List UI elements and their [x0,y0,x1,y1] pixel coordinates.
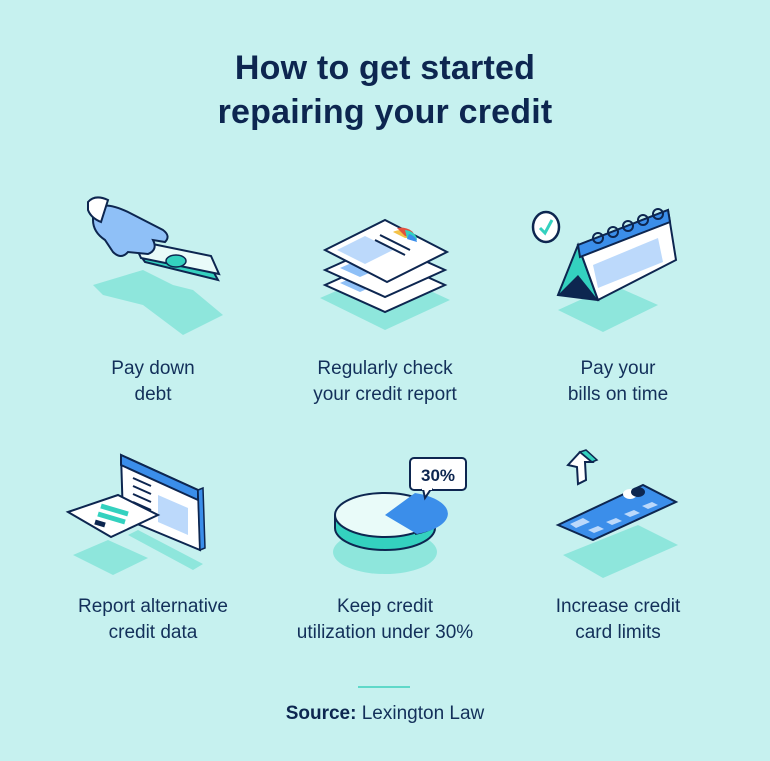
tip-label-line-2: card limits [575,622,661,643]
hand-money-icon [87,196,223,335]
calendar-check-icon [531,208,678,332]
source-credit: Source: Lexington Law [0,703,770,725]
browser-document-icon [65,453,206,575]
svg-text:30%: 30% [421,466,455,485]
tip-label-line-1: Regularly check [317,358,453,379]
credit-report-stack-icon [320,218,450,330]
tip-label-line-1: Pay down [111,358,195,379]
tip-label: Pay down debt [33,356,273,408]
tip-label-line-2: your credit report [313,384,457,405]
title-line-2: repairing your credit [217,93,553,131]
tip-label-line-1: Increase credit [555,596,681,617]
title-line-1: How to get started [234,49,536,87]
tip-label: Regularly check your credit report [265,356,505,408]
tip-label-line-2: utilization under 30% [296,622,474,643]
page-title: How to get started repairing your credit [0,46,770,134]
percentage-callout: 30% [409,457,467,501]
tip-label-line-1: Keep credit [336,596,434,617]
tip-label-line-2: credit data [108,622,198,643]
source-value: Lexington Law [361,703,485,724]
tip-label-line-1: Pay your [580,358,656,379]
tip-label: Report alternative credit data [33,594,273,646]
tip-label: Keep credit utilization under 30% [265,594,505,646]
tip-label-line-2: debt [134,384,172,405]
pie-chart-icon: 30% [333,457,467,574]
source-label: Source: [285,703,357,724]
tip-label: Increase credit card limits [498,594,738,646]
tip-label-line-2: bills on time [567,384,669,405]
source-divider [358,686,410,688]
tip-label: Pay your bills on time [498,356,738,408]
credit-card-arrow-up-icon [555,449,679,578]
tip-label-line-1: Report alternative [78,596,228,617]
